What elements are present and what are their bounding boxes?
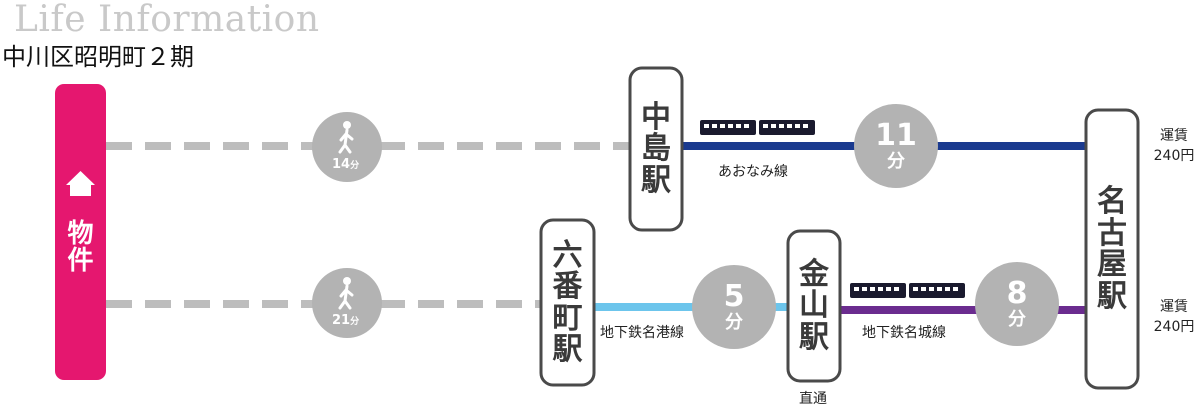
station-box-nagoya: [1084, 108, 1140, 390]
line-name-meijo: 地下鉄名城線: [862, 325, 946, 341]
property-label-char: 件: [67, 246, 94, 276]
route-circle-meijo: [975, 262, 1059, 346]
station-label-nagoya: 名 古 屋 駅: [1097, 184, 1127, 314]
train-icon: [700, 120, 815, 135]
route-circle-meiko: [692, 265, 776, 349]
property-label-char: 物: [67, 218, 94, 249]
route-time-meiko: 5 分: [723, 279, 745, 333]
line-name-aonami: あおなみ線: [718, 164, 788, 180]
train-icon: [850, 283, 965, 298]
walk-minutes-top: 14分: [332, 157, 360, 172]
station-box-nakajima: [628, 66, 684, 232]
fare-top: 運賃 240円: [1153, 128, 1195, 164]
station-box-kanayama: [786, 229, 842, 383]
fare-bottom: 運賃 240円: [1153, 299, 1195, 335]
route-circle-aonami: [854, 104, 938, 188]
house-icon: [66, 171, 95, 196]
page-subheading: 中川区昭明町２期: [2, 43, 194, 71]
station-box-rokubancho: [539, 218, 596, 387]
walking-person-icon: [338, 277, 354, 310]
property-label: 物 件: [55, 208, 106, 288]
station-label-rokubancho: 六 番 町 駅: [552, 237, 583, 367]
page-heading: Life Information: [14, 0, 320, 40]
walk-minutes-bottom: 21分: [332, 313, 360, 328]
route-time-aonami: 11 分: [875, 118, 917, 172]
station-label-kanayama: 金 山 駅: [799, 256, 829, 355]
walking-person-icon: [338, 121, 354, 154]
line-name-meiko: 地下鉄名港線: [600, 325, 684, 341]
route-time-meijo: 8 分: [1006, 276, 1028, 330]
station-label-nakajima: 中 島 駅: [641, 99, 671, 198]
property-block: [55, 84, 106, 380]
through-service-label: 直通: [799, 391, 827, 407]
